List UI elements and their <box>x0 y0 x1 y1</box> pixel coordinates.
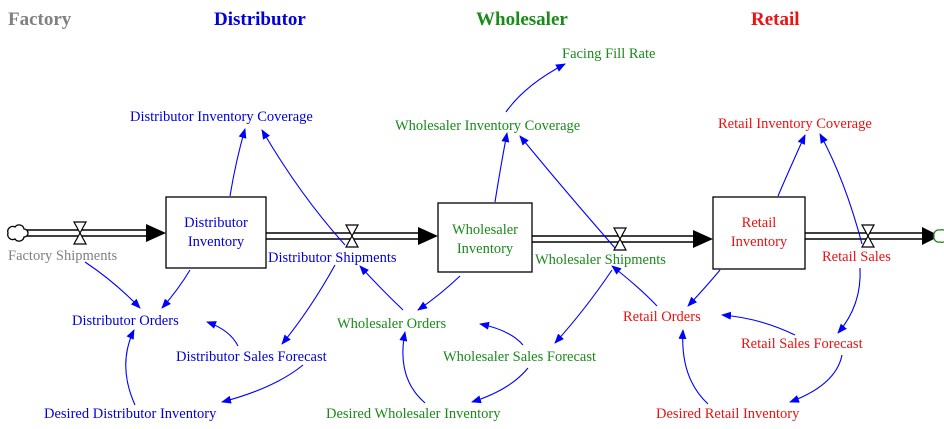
source-cloud-icon <box>7 224 29 242</box>
wholesaler-inventory-stock[interactable]: Wholesaler Inventory <box>437 202 533 273</box>
link-distributor-shipments-to-distributor-coverage <box>261 129 346 246</box>
retail-inventory-label-line2: Inventory <box>731 234 788 250</box>
retail-sales-arrowhead <box>922 227 940 245</box>
distributor-inventory-stock[interactable]: Distributor Inventory <box>165 196 267 269</box>
distributor-inventory-coverage-label: Distributor Inventory Coverage <box>130 109 313 125</box>
retail-inventory-label-line1: Retail <box>742 215 777 231</box>
link-retail-inventory-to-retail-coverage <box>777 134 806 197</box>
distributor-inventory-label-line2: Inventory <box>188 234 245 250</box>
retail-inventory-coverage-label: Retail Inventory Coverage <box>718 116 872 132</box>
link-wholesaler-sales-forecast-to-desired-wholesaler-inventory <box>471 367 529 404</box>
causal-links <box>84 63 863 406</box>
wholesaler-shipments-valve-icon <box>612 227 628 251</box>
link-desired-wholesaler-inventory-to-wholesaler-orders <box>399 331 426 404</box>
wholesaler-inventory-coverage-label: Wholesaler Inventory Coverage <box>395 118 580 134</box>
retail-sales-label: Retail Sales <box>822 249 891 265</box>
retail-header: Retail <box>751 9 800 30</box>
factory-shipments-valve-icon <box>72 221 88 245</box>
wholesaler-header: Wholesaler <box>476 9 568 30</box>
distributor-inventory-label-line1: Distributor <box>184 215 248 231</box>
facing-fill-rate-label: Facing Fill Rate <box>562 46 655 62</box>
distributor-orders-label: Distributor Orders <box>72 313 179 329</box>
link-retail-sales-forecast-to-desired-retail-inventory <box>789 354 843 403</box>
wholesaler-orders-label: Wholesaler Orders <box>337 316 446 332</box>
factory-shipments-arrowhead <box>146 224 166 242</box>
desired-wholesaler-inventory-label: Desired Wholesaler Inventory <box>326 406 501 422</box>
link-wholesaler-orders-to-distributor-shipments <box>359 265 404 311</box>
wholesaler-inventory-label-line1: Wholesaler <box>452 222 518 238</box>
desired-distributor-inventory-label: Desired Distributor Inventory <box>44 406 217 422</box>
distributor-shipments-label: Distributor Shipments <box>268 250 397 266</box>
factory-shipments-label: Factory Shipments <box>8 248 118 264</box>
distributor-sales-forecast-label: Distributor Sales Forecast <box>176 349 327 365</box>
wholesaler-sales-forecast-label: Wholesaler Sales Forecast <box>443 349 596 365</box>
wholesaler-shipments-arrowhead <box>693 230 713 248</box>
flow-valves <box>72 221 876 251</box>
distributor-shipments-arrowhead <box>418 227 438 245</box>
flow-pipes <box>26 229 928 243</box>
link-retail-sales-to-retail-sales-forecast <box>837 267 861 334</box>
link-distributor-shipments-to-distributor-sales-forecast <box>281 264 336 345</box>
distributor-shipments-valve-icon <box>344 224 360 248</box>
link-distributor-inventory-to-distributor-orders <box>161 269 191 309</box>
retail-inventory-stock[interactable]: Retail Inventory <box>712 196 806 270</box>
link-wholesaler-shipments-to-wholesaler-sales-forecast <box>554 269 613 344</box>
link-desired-retail-inventory-to-retail-orders <box>678 329 709 405</box>
link-wholesaler-sales-forecast-to-wholesaler-orders <box>479 321 524 346</box>
link-wholesaler-inventory-to-facing-fill-rate <box>505 63 566 113</box>
link-retail-orders-to-wholesaler-shipments <box>611 265 658 307</box>
wholesaler-inventory-label-line2: Inventory <box>457 241 514 257</box>
link-retail-inventory-to-retail-orders <box>687 269 721 307</box>
sink-cloud-icon <box>933 229 944 243</box>
flow-arrowheads <box>146 224 940 248</box>
retail-orders-label: Retail Orders <box>623 309 701 325</box>
link-desired-distributor-inventory-to-distributor-orders <box>125 329 136 406</box>
link-wholesaler-inventory-to-wholesaler-coverage <box>494 132 510 203</box>
factory-header: Factory <box>8 9 72 30</box>
link-wholesaler-inventory-to-wholesaler-orders <box>417 275 461 311</box>
link-distributor-inventory-to-coverage <box>229 128 247 197</box>
distributor-header: Distributor <box>214 9 306 30</box>
link-retail-sales-to-retail-coverage <box>819 133 863 245</box>
retail-sales-valve-icon <box>860 224 876 248</box>
link-wholesaler-shipments-to-wholesaler-coverage <box>519 135 616 249</box>
link-retail-sales-forecast-to-retail-orders <box>721 311 796 336</box>
desired-retail-inventory-label: Desired Retail Inventory <box>656 406 800 422</box>
wholesaler-shipments-label: Wholesaler Shipments <box>535 252 666 268</box>
link-distributor-sales-forecast-to-distributor-orders <box>206 321 239 347</box>
retail-sales-forecast-label: Retail Sales Forecast <box>741 336 863 352</box>
link-factory-shipments-to-distributor-orders <box>84 261 141 309</box>
link-distributor-sales-forecast-to-desired-distributor-inventory <box>221 364 304 404</box>
